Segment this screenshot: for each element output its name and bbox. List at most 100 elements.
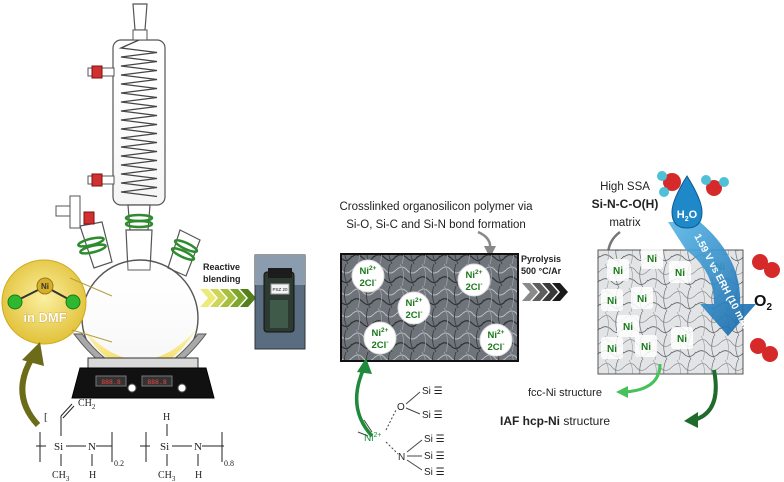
- subscript-0-2: 0.2: [114, 459, 124, 468]
- vial-photo: PSZ 20: [254, 254, 306, 350]
- coordination-ni-label: Ni2+: [364, 432, 381, 444]
- ni-particle: Ni: [635, 335, 657, 357]
- coordination-o-label: O: [397, 402, 405, 413]
- iaf-arrow: [693, 369, 718, 422]
- ni2-label: Ni2+: [360, 265, 377, 277]
- ni-particle-label: Ni: [613, 266, 623, 277]
- hotplate-display-1: 888.8: [101, 378, 121, 386]
- fcc-arrow: [623, 363, 662, 394]
- ni-particle: Ni: [601, 337, 623, 359]
- hotplate: 888.8 888.8: [71, 357, 215, 399]
- ni-particle: Ni: [601, 289, 623, 311]
- ni-particle-label: Ni: [607, 344, 617, 355]
- ni-particle: Ni: [607, 259, 629, 281]
- water-molecule-icon: [701, 175, 729, 196]
- ni-particle-label: Ni: [607, 296, 617, 307]
- ch3-label-1: CH3: [52, 470, 70, 482]
- coordination-si-1: Si ☰: [422, 386, 443, 397]
- h-label-3: H: [195, 470, 202, 481]
- ni2-label: Ni2+: [406, 297, 423, 309]
- chlorine-atom-icon: [7, 294, 23, 310]
- chevron-icon: [240, 289, 256, 307]
- pyrolysis-arrow: Pyrolysis 500 °C/Ar: [521, 254, 568, 301]
- water-molecule-icon: [657, 171, 681, 197]
- ni-coordination-structure: Ni2+ O Si ☰ Si ☰ N Si ☰ Si ☰ Si ☰: [357, 386, 445, 478]
- h-label-1: H: [89, 470, 96, 481]
- in-dmf-label: in DMF: [23, 310, 66, 325]
- chevron-icon: [552, 283, 568, 301]
- water-droplet: H2O: [671, 175, 703, 229]
- nicl2-in-dmf-badge: Ni in DMF: [1, 259, 87, 345]
- polysilazane-formula: [ Si N CH2 CH3 H 0.2 Si N H CH3 H 0.8: [36, 398, 234, 482]
- arrowhead-icon: [484, 246, 496, 258]
- matrix-formula-label: Si-N-C-O(H): [592, 197, 659, 211]
- chevron-icon: [230, 289, 246, 307]
- reactive-label: Reactive: [203, 262, 240, 272]
- oxygen-molecule-icon: [750, 338, 778, 362]
- ni-particle-label: Ni: [641, 342, 651, 353]
- ni-particle-label: Ni: [677, 334, 687, 345]
- crosslinked-label-line1: Crosslinked organosilicon polymer via: [339, 201, 533, 213]
- chevron-icon: [542, 283, 558, 301]
- cl-label: 2Cl-: [360, 277, 377, 289]
- condenser-inlet-port: [87, 65, 115, 79]
- polymer-to-solution-arrow: [19, 356, 41, 428]
- cl-label: 2Cl-: [406, 309, 423, 321]
- condenser-outlet-port: [87, 173, 115, 187]
- chevron-icon: [522, 283, 538, 301]
- high-ssa-label: High SSA: [600, 181, 650, 193]
- coordination-n-label: N: [398, 452, 405, 463]
- ni-particle: Ni: [669, 261, 691, 283]
- pyrolysis-label: Pyrolysis: [521, 254, 561, 264]
- chevron-icon: [200, 289, 216, 307]
- pyrolysis-conditions-label: 500 °C/Ar: [521, 266, 562, 276]
- chevron-icon: [210, 289, 226, 307]
- stopcock: [55, 195, 95, 229]
- si-label-2: Si: [160, 441, 169, 453]
- iaf-label: IAF hcp-Ni structure: [500, 414, 610, 428]
- ni-particle-label: Ni: [675, 268, 685, 279]
- hotplate-display-2: 888.8: [147, 378, 167, 386]
- nickel-atom-label: Ni: [41, 282, 49, 291]
- chlorine-atom-icon: [65, 294, 81, 310]
- ni2-label: Ni2+: [466, 269, 483, 281]
- knob-icon: [177, 383, 187, 393]
- reactive-blending-arrow: Reactive blending: [200, 262, 256, 307]
- ni-particle: Ni: [671, 327, 693, 349]
- knob-icon: [127, 383, 137, 393]
- matrix-label: matrix: [609, 217, 641, 229]
- ni2-complex: Ni2+2Cl-: [479, 323, 513, 357]
- ni2-complex: Ni2+2Cl-: [397, 291, 431, 325]
- coordination-si-5: Si ☰: [424, 467, 445, 478]
- ni-particle: Ni: [617, 315, 639, 337]
- subscript-0-8: 0.8: [224, 459, 234, 468]
- h-label-2: H: [163, 412, 170, 423]
- n-label-1: N: [88, 441, 96, 453]
- cl-label: 2Cl-: [488, 341, 505, 353]
- bracket-left-1: [: [44, 411, 48, 423]
- ni-particle-label: Ni: [647, 254, 657, 265]
- chevron-icon: [532, 283, 548, 301]
- arrowhead-icon: [684, 412, 698, 428]
- cl-label: 2Cl-: [372, 339, 389, 351]
- ni-particle: Ni: [631, 287, 653, 309]
- coordination-si-2: Si ☰: [422, 410, 443, 421]
- vial-label-text: PSZ 20: [272, 287, 288, 292]
- oxygen-label: O2: [754, 293, 772, 313]
- ni2-complex: Ni2+2Cl-: [457, 263, 491, 297]
- oxygen-molecule-icon: [752, 254, 780, 278]
- blending-label: blending: [203, 274, 241, 284]
- ni2-label: Ni2+: [488, 329, 505, 341]
- arrowhead-icon: [616, 386, 628, 398]
- si-label-1: Si: [54, 441, 63, 453]
- arrowhead-icon: [357, 358, 372, 374]
- chevron-icon: [220, 289, 236, 307]
- ch3-label-2: CH3: [158, 470, 176, 482]
- nickel-atom-icon: [36, 277, 54, 295]
- ni2-complex: Ni2+2Cl-: [363, 321, 397, 355]
- ni-particle-label: Ni: [623, 322, 633, 333]
- reflux-apparatus: 888.8 888.8: [55, 3, 215, 399]
- ni-particle-label: Ni: [637, 294, 647, 305]
- crosslinked-label-line2: Si-O, Si-C and Si-N bond formation: [346, 219, 526, 231]
